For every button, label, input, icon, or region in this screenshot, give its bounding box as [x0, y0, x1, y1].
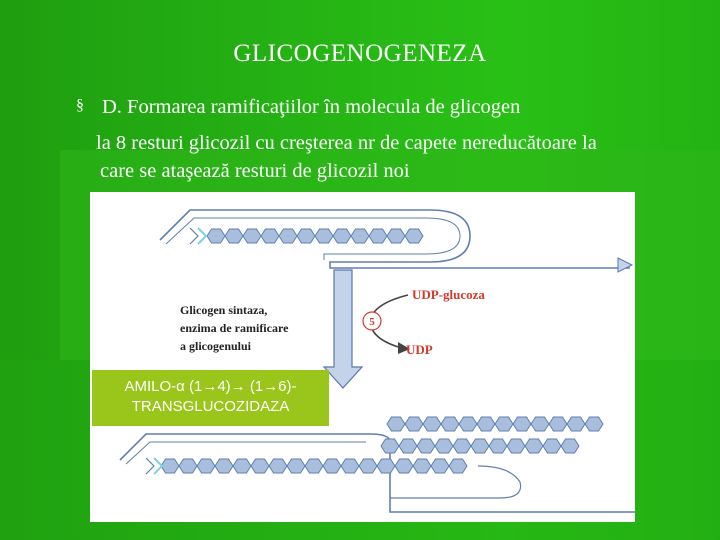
diagram-canvas: 5 UDP-glucoza UDP Glicogen sintaza, enzi… — [119, 209, 635, 513]
reaction-arrowhead — [398, 342, 410, 354]
top-chain-inner — [165, 217, 461, 260]
bullet-line-1: D. Formarea ramificaţiilor în molecula d… — [102, 96, 521, 118]
bottom-main-chain — [160, 458, 468, 474]
enzyme-label-line-1: Glicogen sintaza, — [180, 303, 267, 317]
bullet-line-2: la 8 resturi glicozil cu creşterea nr de… — [96, 132, 597, 154]
bottom-middle-chain — [380, 438, 580, 454]
slide-title: GLICOGENOGENEZA — [233, 40, 487, 67]
bullet-line-3: care se ataşează resturi de glicozil noi — [100, 160, 410, 182]
bottom-chain-tail-2 — [145, 457, 155, 475]
top-right-arrowhead — [617, 257, 634, 273]
top-chain-tail — [197, 227, 208, 245]
bottom-branch-chain — [386, 416, 604, 432]
enzyme-label-line-2: enzima de ramificare — [180, 321, 289, 335]
bottom-lower-curve — [390, 465, 522, 499]
callout-line-2: TRANSGLUCOZIDAZA — [131, 398, 290, 415]
step-number: 5 — [369, 316, 375, 328]
substrate-label: UDP-glucoza — [412, 287, 485, 302]
bullet-icon: § — [76, 97, 84, 114]
process-down-arrow — [322, 269, 364, 389]
glycogen-branching-diagram: 5 UDP-glucoza UDP Glicogen sintaza, enzi… — [90, 192, 635, 522]
bottom-chain-tail — [153, 457, 164, 475]
product-label: UDP — [406, 342, 433, 357]
step-number-circle — [362, 311, 382, 331]
top-glucosyl-chain — [206, 228, 424, 244]
top-chain-tail-2 — [189, 227, 199, 245]
enzyme-callout-box: AMILO-α (1→4)→ (1→6)- TRANSGLUCOZIDAZA — [92, 370, 329, 426]
top-chain-outer — [159, 209, 630, 269]
callout-line-1: AMILO-α (1→4)→ (1→6)- — [124, 378, 297, 395]
enzyme-label-line-3: a glicogenului — [180, 339, 252, 353]
bottom-chain-inner — [125, 441, 366, 465]
